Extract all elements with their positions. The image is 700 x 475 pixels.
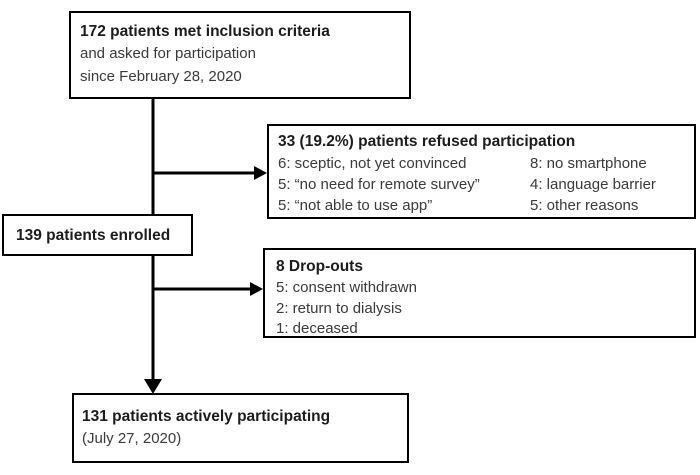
dropout-title: 8 Drop-outs <box>276 258 363 275</box>
refused-reasons-left: 6: sceptic, not yet convinced 5: “no nee… <box>278 153 530 216</box>
enrolled-title: 139 patients enrolled <box>16 226 171 244</box>
down-arrowhead-icon <box>144 379 162 394</box>
enrolled-box: 139 patients enrolled <box>2 214 193 256</box>
refused-reason: 8: no smartphone <box>530 155 647 172</box>
right-arrowhead-dropout-icon <box>250 282 263 296</box>
inclusion-title: 172 patients met inclusion criteria <box>80 23 330 40</box>
final-line2: (July 27, 2020) <box>82 430 182 447</box>
refused-reason: 5: “no need for remote survey” <box>278 176 480 193</box>
refused-reason-columns: 6: sceptic, not yet convinced 5: “no nee… <box>278 153 686 216</box>
inclusion-line2: and asked for participation <box>80 45 256 62</box>
dropout-reason: 5: consent withdrawn <box>276 279 417 296</box>
dropout-box: 8 Drop-outs 5: consent withdrawn 2: retu… <box>263 248 696 338</box>
refused-participation-box: 33 (19.2%) patients refused participatio… <box>267 124 696 219</box>
refused-title: 33 (19.2%) patients refused participatio… <box>278 133 576 150</box>
final-title: 131 patients actively participating <box>82 408 331 425</box>
refused-reason: 6: sceptic, not yet convinced <box>278 155 467 172</box>
inclusion-criteria-box: 172 patients met inclusion criteria and … <box>69 11 411 99</box>
actively-participating-box: 131 patients actively participating (Jul… <box>72 393 409 463</box>
right-arrowhead-refused-icon <box>254 166 267 180</box>
dropout-reason: 1: deceased <box>276 320 358 337</box>
refused-reason: 5: “not able to use app” <box>278 197 433 214</box>
dropout-reason: 2: return to dialysis <box>276 299 402 317</box>
refused-reasons-right: 8: no smartphone 4: language barrier 5: … <box>530 153 686 216</box>
refused-reason: 5: other reasons <box>530 197 639 214</box>
refused-reason: 4: language barrier <box>530 176 656 193</box>
inclusion-line3: since February 28, 2020 <box>80 67 242 85</box>
